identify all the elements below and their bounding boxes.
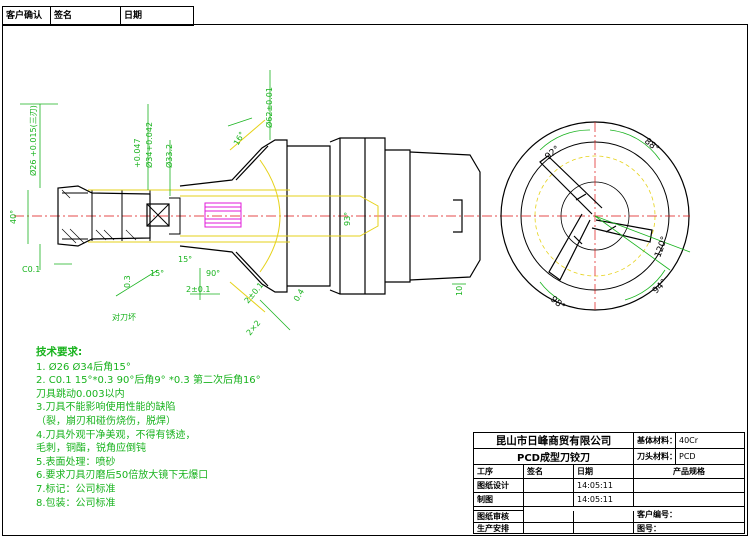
note-item: 6.要求刀具刃磨后50倍放大镜下无爆口 bbox=[36, 470, 209, 482]
col-date: 日期 bbox=[574, 465, 634, 479]
dim-2a: 2±0.1 bbox=[186, 285, 211, 294]
review-date bbox=[574, 511, 634, 523]
col-signature: 签名 bbox=[524, 465, 574, 479]
col-spec: 产品规格 bbox=[634, 465, 744, 479]
cutter-head-section bbox=[57, 185, 181, 247]
angle-98: 98° bbox=[548, 295, 567, 313]
head-material-value: PCD bbox=[676, 449, 744, 465]
dim-d332: Ø33.2 bbox=[164, 144, 174, 168]
dim-d26: Ø26 +0.015(三刃) bbox=[28, 105, 38, 176]
note-item: 4.刀具外观干净美观，不得有锈迹， bbox=[36, 429, 196, 441]
dimension-labels: Ø26 +0.015(三刃) 40° Ø34+0.042 +0.047 Ø33.… bbox=[9, 87, 464, 337]
angle-88: 88° bbox=[642, 137, 661, 155]
dim-r16: 16° bbox=[232, 130, 247, 147]
drawing-frame bbox=[2, 24, 748, 536]
note-item: 刀具跳动0.003以内 bbox=[36, 388, 125, 400]
note-item: 3.刀具不能影响使用性能的缺陷 bbox=[36, 402, 176, 414]
design-signature bbox=[524, 479, 574, 493]
note-item: （裂，崩刃和碰伤烧伤，脱焊） bbox=[36, 415, 176, 427]
base-material-value: 40Cr bbox=[676, 433, 744, 449]
row-review: 图纸审核 bbox=[474, 511, 524, 523]
dim-x40: 40° bbox=[9, 210, 18, 224]
dim-03: 0.3 bbox=[123, 275, 132, 288]
customer-confirm-label: 客户确认 bbox=[3, 7, 51, 25]
note-item: 5.表面处理：喷砂 bbox=[36, 456, 116, 468]
note-item: 1. Ø26 Ø34后角15° bbox=[36, 361, 131, 373]
drawing-no-label: 图号： bbox=[637, 523, 661, 533]
schedule-date bbox=[574, 523, 634, 533]
spacer bbox=[474, 507, 524, 511]
customer-confirm-strip: 客户确认 签名 日期 bbox=[2, 6, 194, 26]
dim-15a: 15° bbox=[150, 269, 164, 278]
technical-notes: 技术要求: 1. Ø26 Ø34后角15° 2. C0.1 15°*0.3 90… bbox=[36, 346, 336, 510]
title-block: 昆山市日峰商贸有限公司 PCD成型刀铰刀 基体材料： 40Cr 刀头材料： PC… bbox=[473, 432, 745, 534]
signature-label: 签名 bbox=[51, 7, 121, 25]
date-label: 日期 bbox=[124, 11, 143, 21]
dim-93: 93° bbox=[343, 212, 352, 226]
dim-tol047: +0.047 bbox=[133, 138, 142, 168]
dim-10: 10 bbox=[455, 286, 464, 296]
notes-title: 技术要求: bbox=[36, 346, 83, 358]
base-material-label: 基体材料： bbox=[634, 433, 676, 449]
spec-cell bbox=[634, 479, 744, 493]
col-process: 工序 bbox=[474, 465, 524, 479]
dim-04: 0.4 bbox=[292, 287, 306, 303]
note-item: 毛刺，铜酯，锐角应倒钝 bbox=[36, 443, 146, 455]
angle-92: 92° bbox=[544, 144, 563, 162]
internal-construction bbox=[88, 119, 379, 313]
design-time: 14:05:11 bbox=[574, 479, 634, 493]
dim-d34: Ø34+0.042 bbox=[144, 122, 154, 168]
callout-label: 对刀坏 bbox=[112, 312, 136, 322]
spec-cell bbox=[634, 493, 744, 507]
draw-signature bbox=[524, 493, 574, 507]
dimension-lines bbox=[20, 70, 466, 331]
body-flanges bbox=[179, 137, 481, 295]
customer-no-label: 客户编号： bbox=[634, 507, 744, 523]
thread-insert bbox=[204, 202, 242, 228]
end-view: 92° 88° 98° 94° 120° bbox=[500, 121, 691, 313]
dim-2x2: 2×2 bbox=[245, 319, 263, 338]
dim-c01: C0.1 bbox=[22, 265, 40, 274]
row-design: 图纸设计 bbox=[474, 479, 524, 493]
company-name: 昆山市日峰商贸有限公司 bbox=[474, 433, 634, 449]
head-material-label: 刀头材料： bbox=[634, 449, 676, 465]
draw-time: 14:05:11 bbox=[574, 493, 634, 507]
product-name: PCD成型刀铰刀 bbox=[474, 449, 634, 465]
dim-d62: Ø62±0.01 bbox=[264, 87, 274, 128]
row-schedule: 生产安排 bbox=[474, 523, 524, 533]
note-item: 7.标记：公司标准 bbox=[36, 483, 116, 495]
cutting-blades bbox=[539, 155, 653, 281]
dim-90: 90° bbox=[206, 269, 220, 278]
note-item: 2. C0.1 15°*0.3 90°后角9° *0.3 第二次后角16° bbox=[36, 375, 261, 387]
note-item: 8.包装：公司标准 bbox=[36, 497, 116, 509]
angle-94: 94° bbox=[651, 278, 669, 296]
schedule-signature bbox=[524, 523, 574, 533]
dim-15b: 15° bbox=[178, 255, 192, 264]
row-draw: 制图 bbox=[474, 493, 524, 507]
review-signature bbox=[524, 511, 574, 523]
